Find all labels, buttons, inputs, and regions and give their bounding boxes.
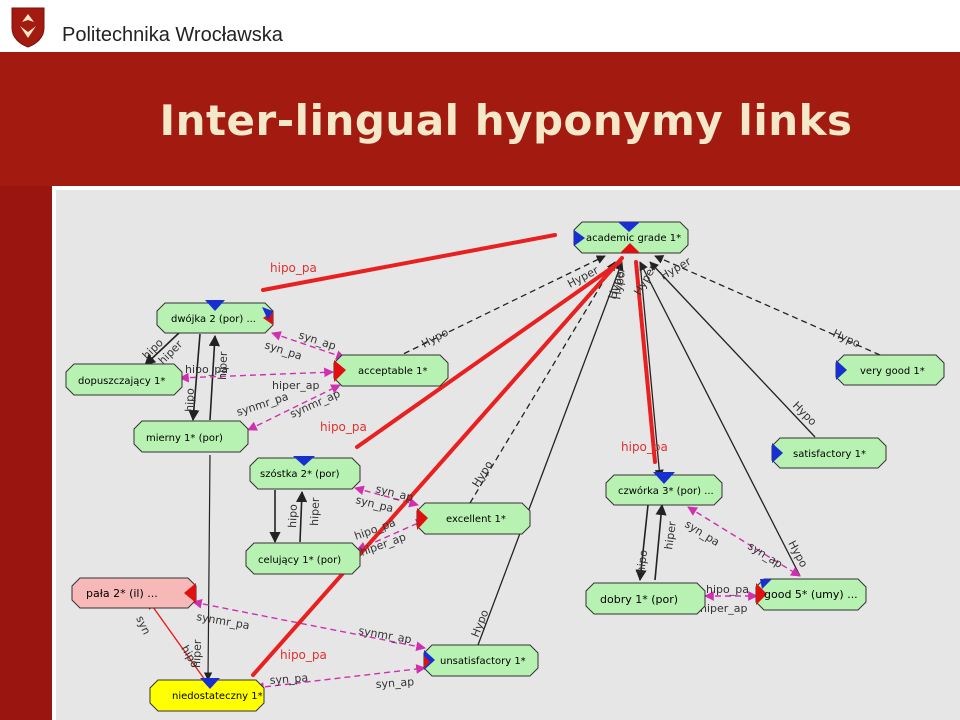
org-name: Politechnika Wrocławska: [62, 24, 283, 46]
label-hipo-3: hipo: [286, 504, 300, 528]
hipo-pa-link-czworka: [634, 260, 657, 464]
node-academic-grade[interactable]: academic grade 1*: [573, 221, 689, 254]
label-syn-pa-3: syn_pa: [682, 518, 721, 549]
label-syn-1: syn: [133, 614, 153, 637]
node-label: acceptable 1*: [358, 366, 428, 377]
node-label: mierny 1* (por): [146, 433, 223, 444]
label-hypo-4: Hypo: [470, 458, 496, 489]
edge-pala-niedost: [147, 599, 206, 681]
label-hiper-ap-3: hiper_ap: [700, 602, 748, 615]
node-czworka[interactable]: czwórka 3* (por) ...: [605, 472, 723, 506]
edge-mierny-acceptable: [247, 384, 341, 431]
node-satisfactory[interactable]: satisfactory 1*: [771, 437, 887, 469]
node-mierny[interactable]: mierny 1* (por): [133, 420, 249, 453]
edge-mierny-dwojka-b: [208, 334, 220, 421]
node-label: satisfactory 1*: [793, 449, 866, 460]
label-syn-pa-4: syn_pa: [269, 671, 308, 687]
node-label: niedostateczny 1*: [172, 691, 263, 702]
node-celujacy[interactable]: celujący 1* (por): [245, 542, 361, 575]
edge-czworka-academic: [639, 261, 664, 479]
label-hipo-pa-2: hipo_pa: [320, 420, 367, 434]
hipo-pa-link-dwojka: [261, 233, 557, 292]
label-syn-ap-3: syn_ap: [745, 540, 784, 571]
node-label: dopuszczający 1*: [78, 376, 165, 387]
left-brand-strip-lower: [0, 186, 52, 720]
edge-satisfactory-academic: [649, 261, 816, 438]
label-synmr-ap-1: synmr_ap: [288, 387, 342, 421]
node-pala[interactable]: pała 2* (il) ...: [71, 577, 197, 609]
edge-unsat-academic: [477, 261, 624, 646]
label-hypo-7: Hypo: [610, 270, 628, 301]
node-dopuszczajacy[interactable]: dopuszczający 1*: [65, 363, 183, 396]
label-hypo-6: Hypo: [469, 608, 492, 640]
edge-excellent-academic: [469, 261, 616, 504]
node-label: czwórka 3* (por) ...: [618, 485, 714, 497]
label-hipo-pa-4: hipo_pa: [280, 648, 327, 662]
node-szostka[interactable]: szóstka 2* (por): [249, 456, 361, 490]
label-synmr-pa-2: synmr_pa: [195, 610, 250, 632]
university-logo-icon: [11, 7, 45, 48]
edge-dobry-czworka-b: [654, 503, 667, 581]
node-label: excellent 1*: [446, 514, 506, 525]
label-syn-ap-4: syn_ap: [375, 675, 414, 691]
label-hiper-3: hiper: [308, 497, 322, 526]
label-hipo-pa-1: hipo_pa: [270, 261, 317, 275]
edge-czworka-good: [687, 506, 801, 577]
node-very-good[interactable]: very good 1*: [835, 354, 945, 386]
edge-dwojka-dopuszczajacy: [144, 331, 181, 366]
node-label: szóstka 2* (por): [260, 468, 340, 480]
edge-dwojka-acceptable: [271, 331, 346, 360]
node-dwojka[interactable]: dwójka 2 (por) ...: [156, 300, 274, 334]
label-synmr-pa-1: synmr_pa: [235, 390, 290, 419]
label-hiper-4: hiper: [662, 520, 679, 550]
label-hiper-ap-1: hiper_ap: [272, 379, 320, 392]
node-good[interactable]: good 5* (umy) ...: [755, 578, 867, 611]
label-syn-ap-1: syn_ap: [297, 328, 338, 352]
node-label: dwójka 2 (por) ...: [171, 313, 256, 325]
label-hipo-pa-7: hipo_pa: [706, 583, 749, 596]
label-hipo-2: hipo: [183, 388, 197, 412]
label-syn-pa-1: syn_pa: [263, 338, 304, 362]
label-synmr-ap-2: synmr_ap: [357, 624, 412, 646]
slide-title: Inter-lingual hyponymy links: [159, 96, 853, 145]
label-hiper-5: hiper: [190, 639, 204, 668]
edge-labels: hipo_pa hipo_pa hipo_pa hipo_pa Hyper Hy…: [133, 255, 862, 691]
label-hipo-pa-3: hipo_pa: [621, 440, 668, 454]
edge-niedost-unsat: [254, 664, 426, 692]
node-unsatisfactory[interactable]: unsatisfactory 1*: [423, 644, 539, 677]
edge-celujacy-szostka-b: [296, 490, 308, 543]
hipo-pa-link-mierny: [355, 260, 622, 449]
node-dobry[interactable]: dobry 1* (por): [585, 582, 706, 615]
hipo-pa-links: [251, 233, 657, 677]
node-label: very good 1*: [860, 366, 925, 377]
label-hyper-4: Hyper: [658, 255, 694, 283]
node-niedostateczny[interactable]: niedostateczny 1*: [149, 678, 265, 712]
title-band: [52, 52, 960, 186]
node-label: dobry 1* (por): [600, 593, 678, 606]
node-label: unsatisfactory 1*: [440, 656, 526, 667]
node-label: good 5* (umy) ...: [764, 588, 858, 601]
edge-verygood-academic: [654, 255, 881, 356]
label-hipo-4: hipo: [634, 549, 650, 575]
node-label: academic grade 1*: [586, 233, 681, 244]
label-hipo-pa-5: hipo_pa: [185, 363, 228, 376]
synset-nodes: academic grade 1* dwójka 2 (por) ... dop…: [65, 221, 945, 712]
node-excellent[interactable]: excellent 1*: [416, 502, 531, 535]
node-label: pała 2* (il) ...: [86, 587, 158, 600]
node-acceptable[interactable]: acceptable 1*: [333, 354, 449, 387]
label-hypo-3: Hypo: [790, 399, 820, 429]
edge-mierny-niedost: [203, 454, 213, 681]
label-hypo-2: Hypo: [831, 327, 863, 351]
hipo-pa-link-niedost: [251, 256, 624, 677]
edge-dopuszcz-acceptable: [179, 367, 334, 383]
label-hiper-2: hiper: [216, 351, 230, 380]
edge-czworka-dobry-a: [635, 504, 649, 582]
label-hypo-1: Hypo: [419, 326, 450, 351]
node-label: celujący 1* (por): [258, 555, 341, 566]
edge-acceptable-academic: [394, 255, 606, 359]
